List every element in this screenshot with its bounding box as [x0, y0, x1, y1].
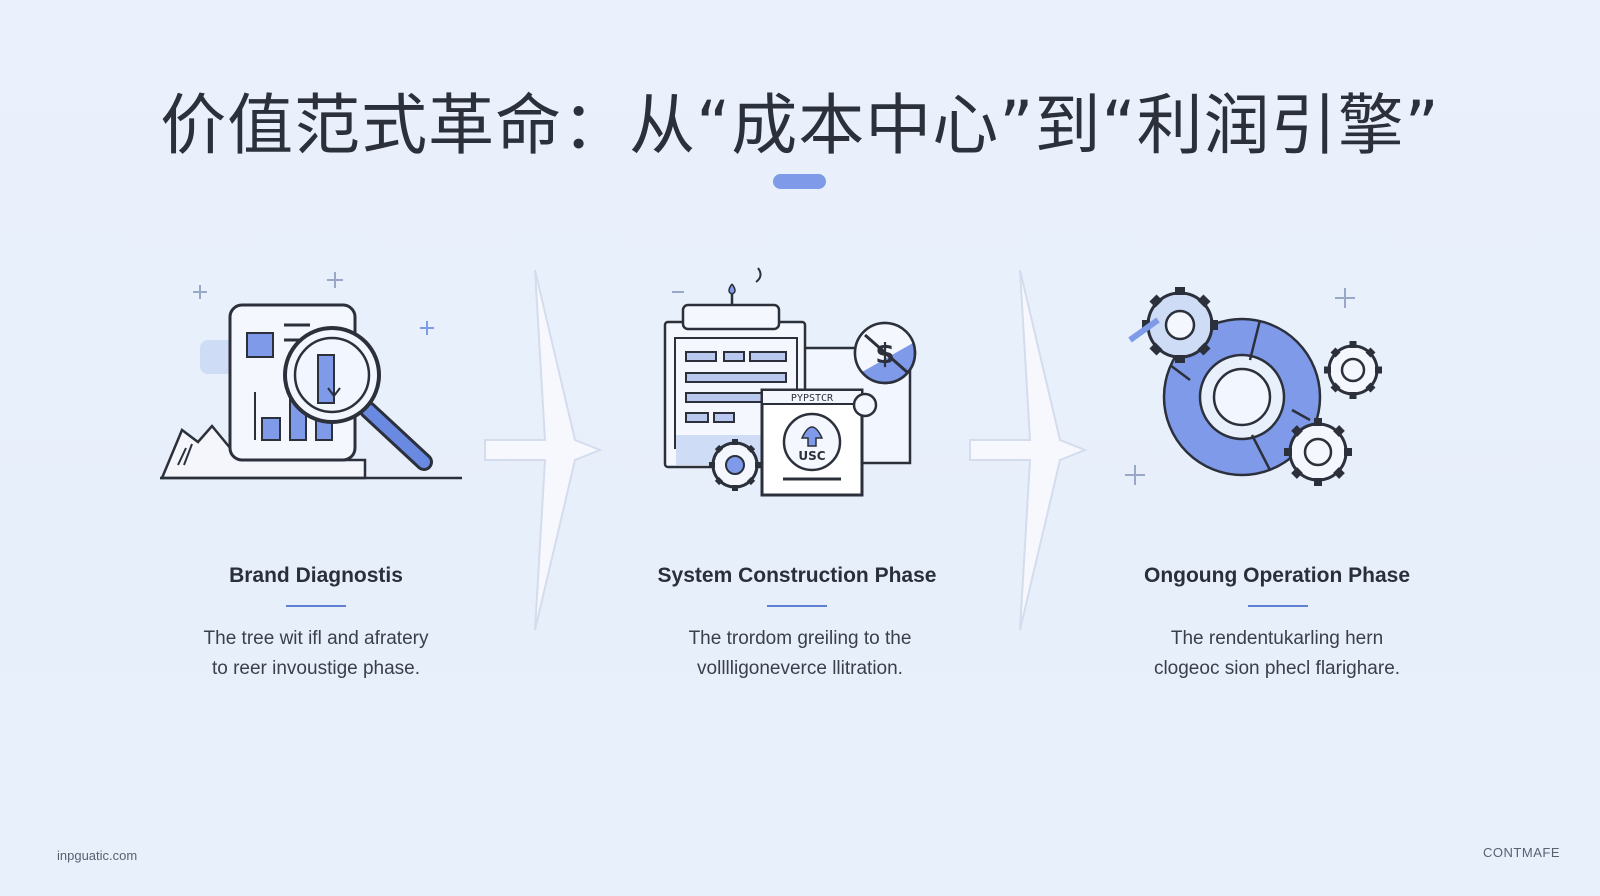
stage-1-illustration: [150, 260, 490, 520]
stage-3-desc-line-2: clogeoc sion phecl flarighare.: [1153, 658, 1401, 679]
magnifier-report-icon: [160, 272, 462, 480]
stage-2-description: The trordom greiling to the volllligonev…: [580, 624, 1020, 684]
page-title: 价值范式革命：从“成本中心”到“利润引擎”: [160, 87, 1440, 164]
stage-3-title: Ongoung Operation Phase: [1143, 564, 1411, 587]
seal-text: USC: [798, 449, 825, 463]
title-underline: [773, 174, 826, 189]
stage-1-desc-line-2: to reer invoustige phase.: [211, 658, 421, 679]
stage-2-desc-line-1: The trordom greiling to the: [688, 628, 912, 649]
stage-3-desc-line-1: The rendentukarling hern: [1170, 628, 1384, 649]
arrow-right-1: [480, 269, 610, 650]
footer-website[interactable]: inpguatic.com: [57, 848, 138, 863]
stage-2-divider: [767, 605, 827, 607]
stage-1-desc-line-1: The tree wit ifl and afratery: [203, 628, 429, 649]
badge-text: PYPSTCR: [791, 393, 834, 404]
gears-ring-icon: [1125, 287, 1382, 486]
footer-label: CONTMAFE: [1483, 845, 1560, 860]
stage-1-title: Brand Diagnostis: [229, 564, 403, 587]
coin-text: $: [875, 337, 894, 370]
system-build-icon: PYPSTCR USC $: [663, 267, 917, 497]
stage-3-description: The rendentukarling hern clogeoc sion ph…: [1057, 624, 1497, 684]
stage-3-divider: [1248, 605, 1308, 607]
arrow-right-2: [965, 269, 1095, 650]
stage-1-divider: [286, 605, 346, 607]
stage-2-title: System Construction Phase: [657, 564, 937, 587]
stage-2-illustration: PYPSTCR USC $: [650, 260, 990, 520]
stage-1-description: The tree wit ifl and afratery to reer in…: [96, 624, 536, 684]
stage-3-illustration: [1110, 260, 1450, 520]
stage-2-desc-line-2: volllligoneverce llitration.: [697, 658, 903, 679]
